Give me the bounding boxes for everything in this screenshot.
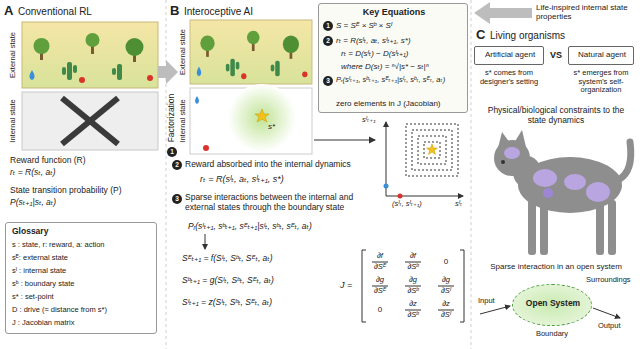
versus-label: VS: [550, 50, 562, 60]
box-text: S = Sᴱ × Sᵇ × Sᴵ: [336, 21, 392, 30]
equation: J =: [340, 280, 352, 290]
box-text: J : Jacobian matrix: [12, 319, 75, 328]
axis-label: External state: [179, 29, 188, 75]
region-label: Surroundings: [586, 276, 631, 285]
factorization-figure: [190, 20, 312, 154]
point-label: (sᴵₜ, sᴵₜ₊₁): [392, 200, 422, 209]
box-text: sᴵ : internal state: [12, 267, 66, 276]
callout-number: 2: [172, 160, 182, 170]
callout-number: 3: [323, 76, 333, 86]
signal-label: Output: [598, 322, 621, 331]
matrix-entry: ∂Sᵇ: [407, 263, 418, 272]
equation: Sᴵₜ₊₁ = z(Sᴵₜ, Sᵇₜ, Sᴱₜ, aₜ): [182, 298, 272, 308]
step-title: Factorization: [167, 94, 177, 143]
panel-letter: A: [4, 4, 13, 19]
box-heading: Natural agent: [578, 50, 626, 59]
matrix-entry: 0: [378, 305, 382, 314]
box-heading: Artificial agent: [485, 50, 535, 59]
open-system-blob: Open System: [512, 284, 592, 326]
matrix-entry: ∂f: [410, 252, 416, 261]
equation: Sᵇₜ₊₁ = g(Sᴵₜ, Sᵇₜ, Sᴱₜ, aₜ): [182, 276, 274, 286]
region-label: Boundary: [536, 330, 568, 339]
box-text: where D(sₜ) = ⁿ√|s* − sₜ|ⁿ: [341, 62, 429, 71]
matrix-bracket: [362, 250, 464, 322]
matrix-entry: 0: [444, 257, 448, 266]
description: s* comes from designer's setting: [472, 69, 546, 86]
axis-label: Internal state: [179, 99, 188, 142]
matrix-entry: ∂g: [442, 276, 450, 285]
step-title: Sparse interactions between the internal…: [185, 193, 373, 213]
description: s* emerges from system's self-organizati…: [566, 69, 636, 95]
arrow-note: Life-inspired internal state properties: [536, 3, 636, 21]
landscape: [22, 22, 158, 150]
box-text: Pᵣ(sᴵₜ₊₁, sᵇₜ₊₁, sᴱₜ₊₁|sᴵₜ, sᵇₜ, sᴱₜ, aₜ…: [336, 76, 464, 85]
box-heading: Glossary: [12, 227, 48, 237]
matrix-entry: ∂Sᵇ: [407, 311, 418, 320]
axis-label: External state: [9, 32, 18, 78]
heading-text: Reward function (R): [10, 156, 86, 166]
box-text: s : state, r: reward, a: action: [12, 241, 105, 250]
box-text: sᴱ: external state: [12, 254, 68, 263]
callout-number: 3: [172, 194, 182, 204]
box-text: s* : set-point: [12, 293, 54, 302]
panel-letter: B: [170, 4, 179, 19]
box-text: rₜ = R(sᴵₜ, aₜ, sᴵₜ₊₁, s*): [336, 36, 411, 45]
matrix-entry: ∂Sᴱ: [374, 263, 386, 272]
matrix-entry: ∂z: [409, 300, 416, 309]
signal-label: Input: [478, 297, 495, 306]
step-title: Reward absorbed into the internal dynami…: [185, 160, 351, 170]
box-text: rₜ = D(sᴵₜ) − D(sᴵₜ₊₁): [341, 49, 409, 58]
callout-number: 1: [323, 21, 333, 31]
agent-box: Artificial agent: [474, 46, 544, 65]
section-title: Sparse interaction in an open system: [490, 262, 622, 271]
cat-illustration: [494, 130, 631, 255]
axis-label: sᴵₜ₊₁: [362, 116, 376, 125]
callout-number: 1: [167, 147, 177, 157]
glossary-box: Glossary s : state, r: reward, a: action s…: [5, 222, 157, 334]
matrix-entry: ∂Sᴵ: [441, 311, 451, 320]
matrix-entry: ∂g: [376, 276, 384, 285]
matrix-entry: ∂Sᵇ: [407, 287, 418, 296]
equation: Pᵣ(sᴵₜ₊₁, sᵇₜ₊₁, sᴱₜ₊₁|sᴵₜ, sᵇₜ, sᴱₜ, aₜ…: [188, 222, 312, 232]
matrix-entry: ∂Sᴵ: [441, 287, 451, 296]
equation: rₜ = R(sᴵₜ, aₜ, sᴵₜ₊₁, s*): [200, 174, 284, 184]
contour-plot: [384, 122, 464, 199]
agent-box: Natural agent: [568, 46, 634, 65]
panel-title: Living organisms: [490, 30, 565, 42]
axis-label: Internal state: [9, 99, 18, 142]
panel-letter: C: [476, 28, 485, 43]
panel-title: Interoceptive AI: [184, 6, 253, 18]
heading-text: State transition probability (P): [10, 186, 122, 196]
matrix-entry: ∂Sᴱ: [374, 287, 386, 296]
axis-label: sᴵₜ: [455, 200, 462, 209]
panel-title: Conventional RL: [18, 6, 92, 18]
key-equations-box: Key Equations 1S = Sᴱ × Sᵇ × Sᴵ2rₜ = R(sᴵ…: [318, 3, 468, 113]
box-text: D : drive (≈ distance from s*): [12, 306, 107, 315]
equation: Sᴱₜ₊₁ = f(Sᴵₜ, Sᵇₜ, Sᴱₜ, aₜ): [182, 254, 273, 264]
equation: P(sₜ₊₁|sₜ, aₜ): [10, 198, 56, 208]
callout-number: 2: [323, 36, 333, 46]
matrix-entry: ∂g: [409, 276, 417, 285]
box-heading: Key Equations: [363, 7, 426, 17]
matrix-entry: ∂f: [377, 252, 383, 261]
box-text: sᵇ : boundary state: [12, 280, 74, 289]
set-point-label: s*: [268, 122, 275, 131]
box-text: zero elements in J (Jacobian): [336, 99, 441, 108]
equation: rₜ = R(sₜ, aₜ): [10, 168, 56, 178]
note: Physical/biological constraints to the s…: [481, 106, 631, 126]
box-heading: Open System: [526, 299, 580, 309]
matrix-entry: ∂z: [442, 300, 449, 309]
